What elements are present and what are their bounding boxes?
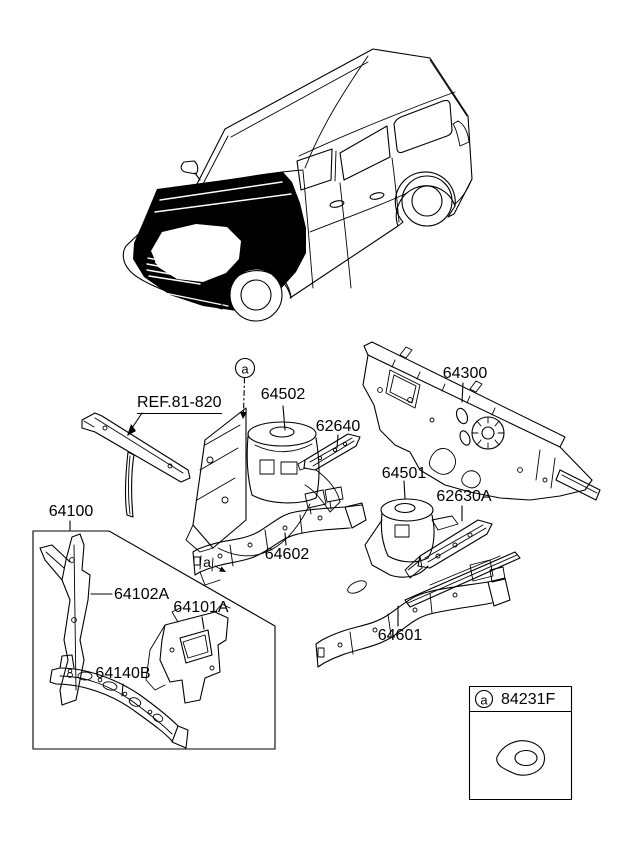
part-label-64101a: 64101A: [173, 599, 229, 616]
legend-pad-drawing: [497, 741, 545, 775]
dash-hole-hatching: [472, 417, 504, 449]
side-mirror: [181, 161, 200, 180]
part-64102a-drawing: [40, 534, 90, 705]
part-64101a-drawing: [146, 604, 230, 703]
part-label-64501: 64501: [381, 465, 427, 482]
part-label-64602: 64602: [264, 546, 310, 563]
part-64601-drawing: [316, 552, 520, 667]
legend-a-label: a: [480, 692, 488, 708]
part-64140b-drawing: [50, 655, 188, 748]
part-label-64502: 64502: [260, 386, 306, 403]
group-box-64100: [33, 531, 275, 749]
door-handle: [370, 192, 385, 201]
grille-badge: [155, 258, 171, 266]
part-label-62630a: 62630A: [436, 488, 492, 505]
door-handle: [330, 200, 345, 209]
front-wheel: [230, 269, 282, 321]
part-label-64102a: 64102A: [114, 586, 170, 603]
legend-a-circle: [476, 691, 493, 708]
callout-a-top-label: a: [241, 361, 249, 377]
ref-label: REF.81-820: [137, 395, 222, 414]
legend-part-number: 84231F: [501, 691, 556, 708]
part-62640-drawing: [298, 434, 360, 470]
part-62630a-drawing: [405, 520, 492, 578]
part-label-64300: 64300: [442, 365, 488, 382]
part-ref-cowl-rail-drawing: [82, 413, 190, 517]
part-64501-drawing: [346, 499, 458, 596]
vehicle-illustration: [123, 49, 472, 321]
part-label-62640: 62640: [315, 418, 361, 435]
rear-wheel: [402, 176, 452, 226]
leader-lines: [70, 359, 463, 697]
part-label-64140b: 64140B: [95, 665, 151, 682]
part-64300-drawing: [363, 342, 600, 500]
part-64502-drawing: [186, 408, 340, 556]
part-label-64100: 64100: [48, 503, 94, 520]
callout-a-rail-label: a: [203, 554, 211, 570]
legend-box: [470, 687, 572, 800]
part-label-64601: 64601: [377, 627, 423, 644]
callout-a-circle: [236, 359, 255, 378]
part-64602-drawing: [193, 487, 366, 585]
